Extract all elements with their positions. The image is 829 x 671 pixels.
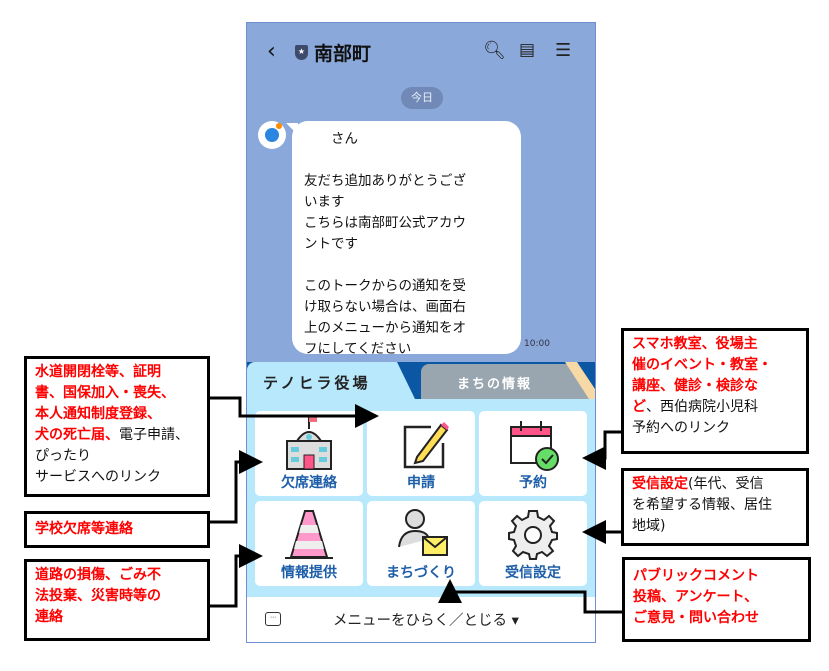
- message-text: さん 友だち追加ありがとうござ います こちらは南部町公式アカウ ントです この…: [304, 131, 466, 357]
- menu-item-label: 予約: [519, 475, 547, 491]
- callout-red-text: 受信設定: [632, 476, 688, 492]
- date-badge: 今日: [401, 87, 443, 109]
- tab-tenohira-office[interactable]: テノヒラ役場: [247, 362, 415, 399]
- avatar[interactable]: [258, 121, 286, 149]
- line-chat-window: ‹ ★ 南部町 🔍︎ ▤ ☰ 今日 さん 友だち追加ありがとうござ います こち…: [246, 22, 596, 643]
- callout-town-planning: パブリックコメント 投稿、アンケート、 ご意見・問い合わせ: [622, 557, 811, 642]
- menu-item-absence[interactable]: 欠席連絡: [255, 411, 363, 496]
- chat-header: ‹ ★ 南部町 🔍︎ ▤ ☰: [247, 35, 595, 71]
- keyboard-icon[interactable]: ⋯: [265, 612, 281, 626]
- arrow-to-reservation: [582, 430, 621, 470]
- arrow-to-application: [209, 396, 379, 428]
- message-time: 10:00: [524, 339, 550, 349]
- callout-report: 道路の損傷、ごみ不 法投棄、災害時等の 連絡: [24, 559, 210, 641]
- callout-red-text: 学校欠席等連絡: [35, 521, 133, 537]
- menu-item-label: 欠席連絡: [281, 475, 337, 491]
- menu-item-report[interactable]: 情報提供: [255, 501, 363, 586]
- arrow-to-town-planning: [438, 579, 622, 614]
- back-icon[interactable]: ‹: [267, 39, 276, 64]
- callout-text: (年代、受信 を希望する情報、居住 地域): [632, 476, 772, 534]
- menu-icon[interactable]: ☰: [555, 40, 572, 61]
- callout-reservation: スマホ教室、役場主 催のイベント・教室・ 講座、健診・検診な ど、西伯病院小児科…: [621, 328, 809, 454]
- tab-town-info[interactable]: まちの情報: [421, 364, 595, 399]
- callout-red-text: パブリックコメント 投稿、アンケート、 ご意見・問い合わせ: [633, 568, 759, 626]
- verified-shield-icon: ★: [295, 45, 308, 60]
- menu-item-label: 申請: [407, 475, 435, 491]
- menu-item-application[interactable]: 申請: [367, 411, 475, 496]
- menu-item-label: 情報提供: [281, 565, 337, 581]
- search-clock-icon[interactable]: 🔍︎: [483, 40, 506, 61]
- rich-menu: まちの情報 テノヒラ役場 欠席連絡 申請 予約 情報提供 まちづくり 受信設定: [247, 362, 595, 597]
- menu-toggle-bar[interactable]: ⋯ メニューをひらく／とじる ▾: [247, 597, 595, 642]
- pencil-form-icon: [403, 422, 449, 469]
- menu-item-receive-settings[interactable]: 受信設定: [479, 501, 587, 586]
- callout-red-text: スマホ教室、役場主 催のイベント・教室・ 講座、健診・検診な ど: [632, 336, 772, 415]
- arrow-to-report: [209, 544, 263, 608]
- calendar-check-icon: [510, 421, 559, 471]
- school-icon: [286, 417, 332, 470]
- callout-application: 水道開閉栓等、証明 書、国保加入・喪失、 本人通知制度登録、 犬の死亡届、電子申…: [24, 356, 210, 497]
- callout-red-text: 道路の損傷、ごみ不 法投棄、災害時等の 連絡: [35, 567, 161, 625]
- town-logo-icon: [265, 123, 282, 142]
- gear-icon: [508, 510, 558, 560]
- person-mail-icon: [398, 509, 448, 556]
- callout-absence: 学校欠席等連絡: [24, 511, 210, 548]
- menu-item-label: まちづくり: [386, 565, 456, 581]
- arrow-to-absence: [209, 450, 263, 524]
- traffic-cone-icon: [285, 510, 333, 559]
- menu-toggle-label[interactable]: メニューをひらく／とじる ▾: [333, 613, 519, 629]
- callout-receive-settings: 受信設定(年代、受信 を希望する情報、居住 地域): [621, 468, 809, 546]
- menu-item-label: 受信設定: [505, 565, 561, 581]
- callout-text: 電子申請、ぴったり サービスへのリンク: [35, 427, 189, 485]
- callout-red-text: 水道開閉栓等、証明 書、国保加入・喪失、 本人通知制度登録、 犬の死亡届、: [35, 364, 175, 443]
- menu-item-town-planning[interactable]: まちづくり: [367, 501, 475, 586]
- chat-title: 南部町: [314, 43, 372, 65]
- notes-icon[interactable]: ▤: [519, 40, 536, 60]
- rich-menu-tabs: まちの情報 テノヒラ役場: [247, 362, 595, 399]
- callout-text: 、西伯病院小児科 予約へのリンク: [632, 399, 758, 436]
- menu-item-reservation[interactable]: 予約: [479, 411, 587, 496]
- message-bubble: さん 友だち追加ありがとうござ います こちらは南部町公式アカウ ントです この…: [286, 121, 521, 357]
